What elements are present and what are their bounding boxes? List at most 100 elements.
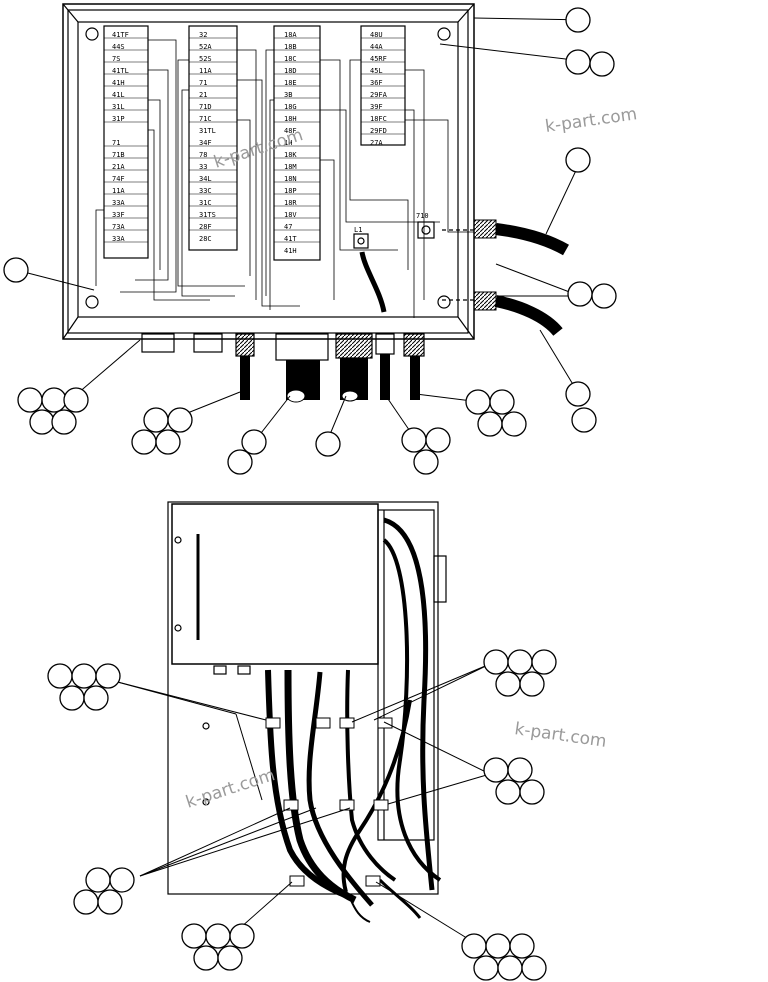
terminal-label: 21 xyxy=(199,91,207,99)
terminal-label: 34F xyxy=(199,139,212,147)
callout-bubble xyxy=(73,889,99,915)
terminal-label: 78 xyxy=(199,151,207,159)
callout-bubble xyxy=(531,649,557,675)
callout-bubble xyxy=(85,867,111,893)
terminal-label: 33A xyxy=(112,235,125,243)
terminal-label: 71C xyxy=(199,115,212,123)
callout-bubble xyxy=(477,411,503,437)
callout-bubble xyxy=(565,381,591,407)
terminal-label: 41TL xyxy=(112,67,129,75)
terminal-label: 18P xyxy=(284,187,297,195)
watermark-text: k-part.com xyxy=(513,719,607,752)
callout-bubble xyxy=(567,281,593,307)
terminal-label: 52S xyxy=(199,55,212,63)
terminal-label: 18N xyxy=(284,175,297,183)
callout-bubble xyxy=(51,409,77,435)
terminal-label: 41L xyxy=(112,91,125,99)
terminal-label: 29FD xyxy=(370,127,387,135)
terminal-label: 47 xyxy=(284,223,292,231)
terminal-label: 52A xyxy=(199,43,212,51)
terminal-label: 36F xyxy=(370,79,383,87)
terminal-label: 33A xyxy=(112,199,125,207)
terminal-label: 28C xyxy=(199,235,212,243)
callout-bubble xyxy=(63,387,89,413)
callout-bubble xyxy=(497,955,523,981)
terminal-label: 11A xyxy=(199,67,212,75)
callout-bubble xyxy=(131,429,157,455)
callout-bubble xyxy=(473,955,499,981)
terminal-label: 41TF xyxy=(112,31,129,39)
terminal-label: 18K xyxy=(284,151,297,159)
callout-bubble xyxy=(495,671,521,697)
callout-bubble xyxy=(465,389,491,415)
terminal-label: 3B xyxy=(284,91,292,99)
terminal-label: 18E xyxy=(284,79,297,87)
callout-bubble xyxy=(71,663,97,689)
callout-bubble xyxy=(205,923,231,949)
terminal-label: 28F xyxy=(199,223,212,231)
watermark-text: k-part.com xyxy=(183,765,277,813)
terminal-label: 31TL xyxy=(199,127,216,135)
callout-bubble xyxy=(413,449,439,475)
terminal-label: 32 xyxy=(199,31,207,39)
callout-bubble xyxy=(83,685,109,711)
callout-bubble xyxy=(519,671,545,697)
terminal-strip-rows xyxy=(104,37,405,243)
callout-bubble xyxy=(401,427,427,453)
callout-bubble xyxy=(565,7,591,33)
terminal-label: 71D xyxy=(199,103,212,111)
terminal-label: 18FC xyxy=(370,115,387,123)
terminal-label: 18R xyxy=(284,199,297,207)
cables-right-side xyxy=(473,219,569,337)
terminal-l1-label: L1 xyxy=(354,226,362,234)
callout-bubble xyxy=(229,923,255,949)
terminal-label: 11A xyxy=(112,187,125,195)
callout-bubble xyxy=(519,779,545,805)
terminal-strip-2: 32 52A 52S 11A 71 21 71D 71C 31TL 34F 78… xyxy=(199,31,216,243)
callout-bubble xyxy=(95,663,121,689)
callout-bubble xyxy=(509,933,535,959)
callout-bubble xyxy=(485,933,511,959)
callout-bubble xyxy=(59,685,85,711)
terminal-label: 33F xyxy=(112,211,125,219)
terminal-label: 27A xyxy=(370,139,383,147)
callout-bubble xyxy=(241,429,267,455)
callout-bubble xyxy=(143,407,169,433)
terminal-label: 1H xyxy=(284,139,292,147)
callout-bubble xyxy=(483,757,509,783)
terminal-710-label: 710 xyxy=(416,212,429,220)
terminal-label: 41H xyxy=(284,247,297,255)
terminal-label: 18A xyxy=(284,31,297,39)
callout-bubble xyxy=(109,867,135,893)
callout-group xyxy=(3,7,617,981)
terminal-label: 34L xyxy=(199,175,212,183)
callout-bubble xyxy=(97,889,123,915)
callout-bubble xyxy=(41,387,67,413)
terminal-label: 31P xyxy=(112,115,125,123)
callout-bubble xyxy=(425,427,451,453)
terminal-label: 71 xyxy=(112,139,120,147)
callout-bubble xyxy=(155,429,181,455)
terminal-label: 18M xyxy=(284,163,297,171)
callout-bubble xyxy=(167,407,193,433)
callout-bubble xyxy=(193,945,219,971)
callout-bubble xyxy=(565,147,591,173)
terminal-label: 18C xyxy=(284,55,297,63)
terminal-label: 41T xyxy=(284,235,297,243)
terminal-label: 39F xyxy=(370,103,383,111)
callout-bubble xyxy=(507,757,533,783)
callout-bubble xyxy=(217,945,243,971)
terminal-label: 73A xyxy=(112,223,125,231)
terminal-label: 7S xyxy=(112,55,120,63)
terminal-label: 48U xyxy=(370,31,383,39)
callout-bubble xyxy=(495,779,521,805)
callout-bubble xyxy=(17,387,43,413)
callout-bubble xyxy=(461,933,487,959)
terminal-label: 33 xyxy=(199,163,207,171)
terminal-label: 48F xyxy=(284,127,297,135)
terminal-label: 18D xyxy=(284,67,297,75)
terminal-label: 18B xyxy=(284,43,297,51)
callout-bubble xyxy=(47,663,73,689)
terminal-strip-1: 41TF 44S 7S 41TL 41H 41L 31L 31P 71 71B … xyxy=(112,31,129,243)
terminal-label: 29FA xyxy=(370,91,388,99)
